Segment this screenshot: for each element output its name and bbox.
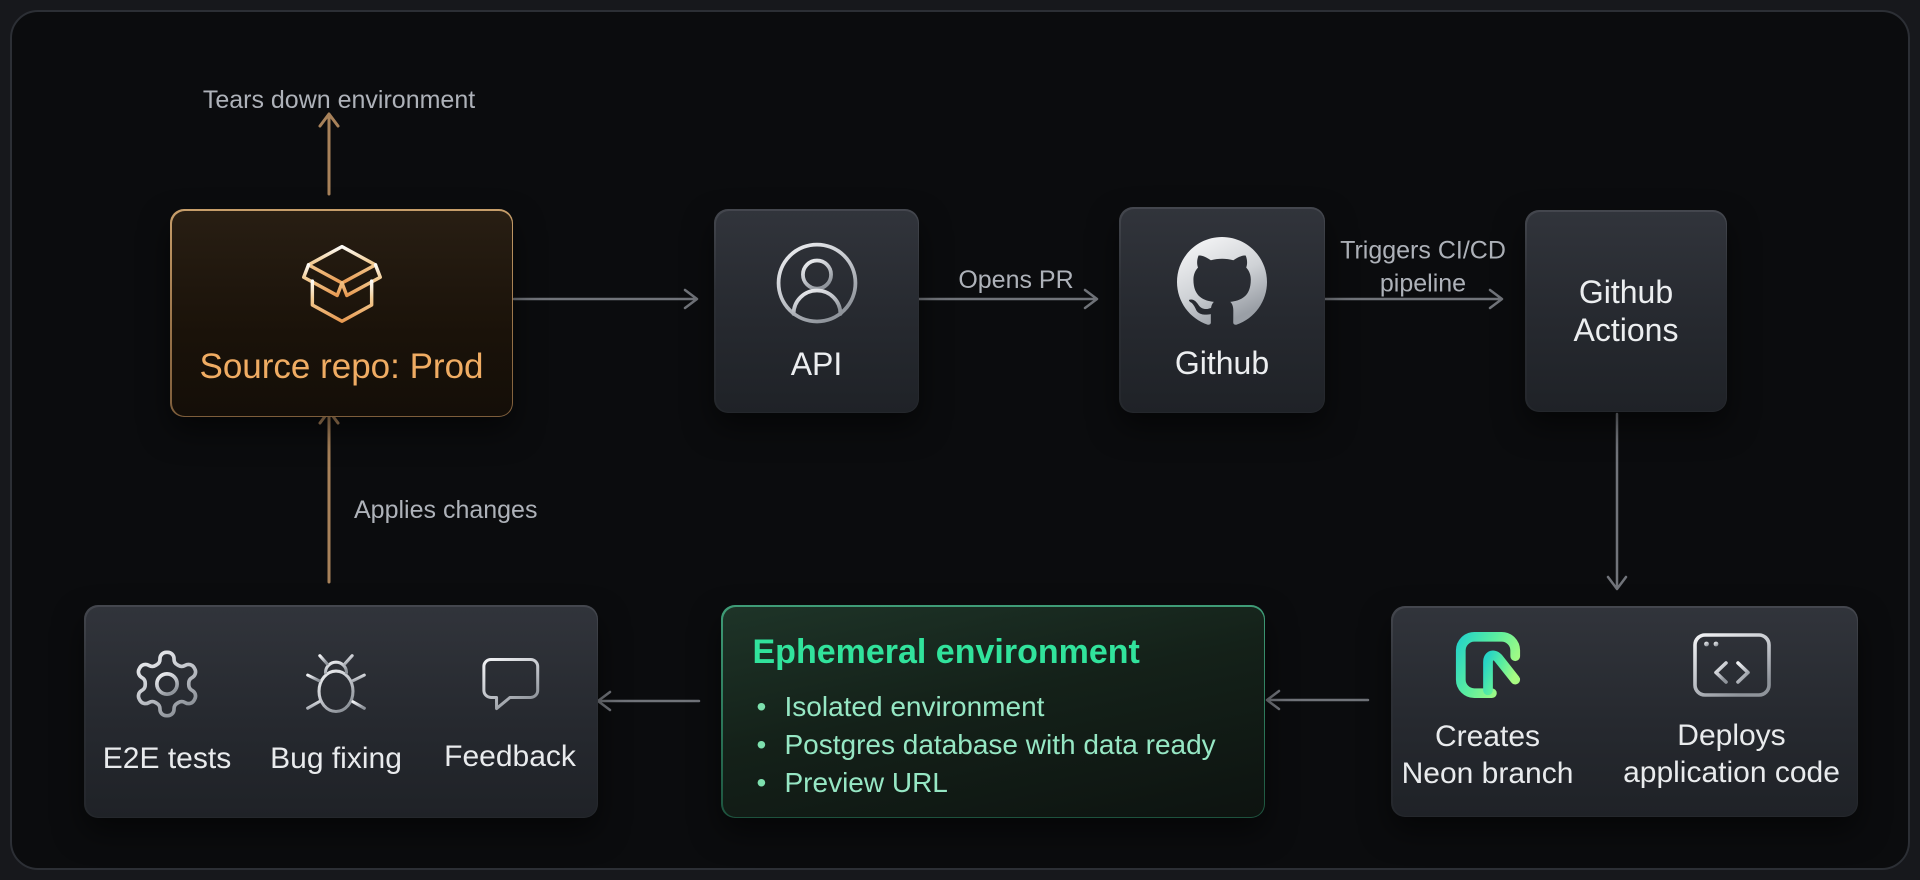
validation-item-e2e: E2E tests bbox=[102, 646, 232, 778]
ephemeral-bullet-list: Isolated environment Postgres database w… bbox=[751, 688, 1216, 802]
node-label-api: API bbox=[790, 346, 843, 383]
arrow-tears-down bbox=[318, 112, 340, 196]
edge-label-triggers-cicd: Triggers CI/CD pipeline bbox=[1340, 236, 1506, 298]
ephemeral-title: Ephemeral environment bbox=[752, 632, 1140, 671]
user-circle-icon bbox=[772, 238, 862, 333]
speech-bubble-icon bbox=[472, 648, 548, 725]
node-label-source-repo: Source repo: Prod bbox=[199, 346, 484, 386]
validation-item-feedback: Feedback bbox=[440, 648, 580, 776]
neon-logo-icon bbox=[1453, 630, 1523, 705]
deploy-item-label: Deploys application code bbox=[1623, 719, 1840, 789]
validation-item-label: E2E tests bbox=[102, 741, 232, 775]
node-deploy: Creates Neon branch bbox=[1391, 606, 1858, 817]
validation-item-label: Bug fixing bbox=[270, 741, 402, 775]
ephemeral-bullet: Preview URL bbox=[751, 764, 1216, 802]
github-icon bbox=[1177, 237, 1267, 332]
node-label-github: Github bbox=[1174, 345, 1270, 382]
node-validation: E2E tests bbox=[84, 605, 598, 818]
node-api: API bbox=[714, 209, 919, 413]
edge-label-applies-changes: Applies changes bbox=[354, 496, 538, 524]
diagram-canvas: Tears down environment Opens PR Triggers… bbox=[10, 10, 1910, 870]
deploy-item-app-code: Deploys application code bbox=[1612, 631, 1852, 791]
browser-code-icon bbox=[1692, 631, 1772, 704]
validation-item-bugfix: Bug fixing bbox=[266, 646, 406, 778]
deploy-item-neon: Creates Neon branch bbox=[1398, 630, 1578, 792]
arrow-src-to-api bbox=[512, 288, 699, 310]
arrow-deploy-to-ephemeral bbox=[1265, 689, 1370, 711]
node-github-actions: Github Actions bbox=[1525, 210, 1727, 412]
node-github: Github bbox=[1119, 207, 1325, 413]
node-label-github-actions: Github Actions bbox=[1573, 273, 1679, 348]
edge-label-opens-pr: Opens PR bbox=[958, 265, 1074, 294]
package-open-icon bbox=[296, 239, 388, 332]
validation-item-label: Feedback bbox=[444, 739, 576, 773]
deploy-item-label: Creates Neon branch bbox=[1401, 720, 1574, 790]
bug-icon bbox=[297, 646, 375, 727]
arrow-ephemeral-to-validation bbox=[596, 690, 701, 712]
node-source-repo: Source repo: Prod bbox=[170, 209, 513, 417]
gear-icon bbox=[129, 646, 205, 727]
node-ephemeral-environment: Ephemeral environment Isolated environme… bbox=[721, 605, 1265, 818]
ephemeral-bullet: Postgres database with data ready bbox=[751, 726, 1216, 764]
edge-label-tears-down: Tears down environment bbox=[202, 85, 476, 114]
arrow-applies-changes bbox=[318, 409, 340, 584]
arrow-actions-to-deploy bbox=[1606, 412, 1628, 591]
ephemeral-bullet: Isolated environment bbox=[751, 688, 1216, 726]
